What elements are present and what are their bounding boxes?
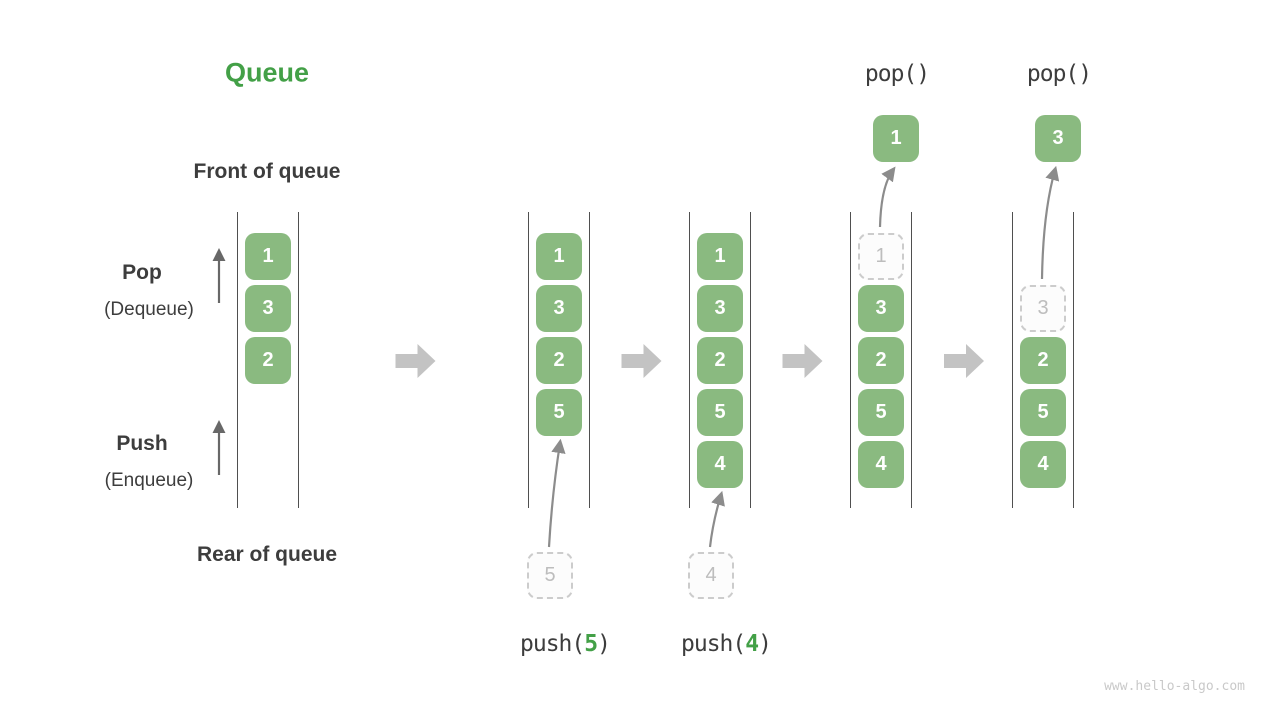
queue-item: 5 <box>858 389 904 436</box>
push-call-arg: 5 <box>584 631 598 657</box>
queue-container <box>1012 212 1074 508</box>
pop-call-label: pop() <box>864 61 930 87</box>
rear-of-queue-label: Rear of queue <box>196 543 338 566</box>
push-call-open: push( <box>681 631 746 657</box>
dequeue-label: (Dequeue) <box>104 299 194 320</box>
push-call-close: ) <box>758 631 772 657</box>
queue-item: 1 <box>697 233 743 280</box>
push-call-label: push(4) <box>681 631 772 657</box>
diagram-title: Queue <box>224 57 310 88</box>
queue-item: 2 <box>858 337 904 384</box>
enqueue-label: (Enqueue) <box>104 470 194 491</box>
queue-container <box>528 212 590 508</box>
pop-label: Pop <box>122 261 162 284</box>
flow-arrow-icon <box>944 344 984 378</box>
pop-call-label: pop() <box>1026 61 1092 87</box>
push-label: Push <box>116 432 168 455</box>
incoming-item: 4 <box>688 552 734 599</box>
push-call-open: push( <box>520 631 585 657</box>
queue-item-ghost: 1 <box>858 233 904 280</box>
queue-item: 2 <box>245 337 291 384</box>
queue-container <box>237 212 299 508</box>
queue-item: 1 <box>536 233 582 280</box>
queue-item: 3 <box>536 285 582 332</box>
queue-item: 3 <box>858 285 904 332</box>
push-call-label: push(5) <box>520 631 611 657</box>
push-call-arg: 4 <box>745 631 759 657</box>
queue-item: 3 <box>245 285 291 332</box>
front-of-queue-label: Front of queue <box>193 160 341 183</box>
push-call-close: ) <box>597 631 611 657</box>
flow-arrow-icon <box>782 344 823 378</box>
queue-item: 2 <box>697 337 743 384</box>
queue-item: 5 <box>1020 389 1066 436</box>
incoming-item: 5 <box>527 552 573 599</box>
queue-item: 4 <box>697 441 743 488</box>
queue-container <box>689 212 751 508</box>
queue-item: 5 <box>536 389 582 436</box>
popped-item: 3 <box>1035 115 1081 162</box>
popped-item: 1 <box>873 115 919 162</box>
queue-container <box>850 212 912 508</box>
queue-item: 4 <box>1020 441 1066 488</box>
queue-item: 3 <box>697 285 743 332</box>
watermark: www.hello-algo.com <box>1104 679 1245 694</box>
queue-item: 2 <box>536 337 582 384</box>
queue-item: 5 <box>697 389 743 436</box>
queue-item: 2 <box>1020 337 1066 384</box>
queue-item: 1 <box>245 233 291 280</box>
flow-arrow-icon <box>395 344 436 378</box>
queue-item-ghost: 3 <box>1020 285 1066 332</box>
flow-arrow-icon <box>621 344 662 378</box>
queue-item: 4 <box>858 441 904 488</box>
